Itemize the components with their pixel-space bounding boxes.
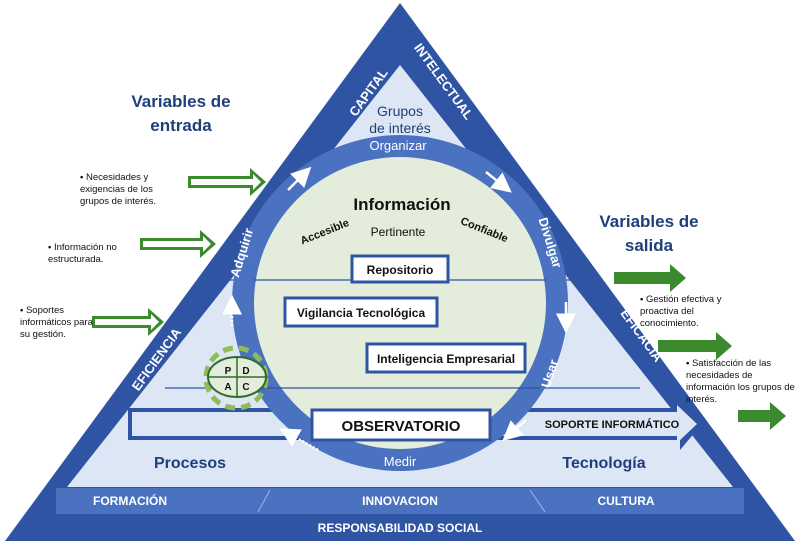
pdca-p: P	[225, 366, 232, 377]
box-inteligencia	[365, 342, 527, 374]
input-note-3: • Soportes informáticos para su gestión.	[20, 305, 93, 340]
pdca-d: D	[242, 366, 249, 377]
label-vigilancia: Vigilancia Tecnológica	[297, 306, 426, 320]
input-note-1: • Necesidades y exigencias de los grupos…	[80, 172, 157, 207]
cycle-organizar: Organizar	[369, 138, 427, 153]
label-inteligencia: Inteligencia Empresarial	[377, 352, 515, 366]
pdca-a: A	[224, 382, 231, 393]
base-band	[56, 488, 744, 514]
base-innovacion: INNOVACION	[362, 494, 438, 508]
label-tecnologia: Tecnología	[562, 455, 645, 472]
input-note-3-text: Soportes informáticos para su gestión.	[20, 305, 93, 340]
label-repositorio: Repositorio	[367, 263, 434, 277]
box-observatorio	[310, 408, 492, 442]
cycle-medir: Medir	[384, 454, 417, 469]
base-formacion: FORMACIÓN	[93, 493, 167, 508]
support-label: SOPORTE INFORMÁTICO	[545, 418, 680, 431]
label-observatorio: OBSERVATORIO	[342, 418, 461, 435]
base-cultura: CULTURA	[597, 494, 654, 508]
output-arrow-2	[658, 332, 732, 360]
input-arrow-2	[140, 230, 216, 258]
output-arrow-3	[738, 402, 786, 430]
left-title: Variables de entrada	[131, 92, 231, 135]
box-vigilancia	[283, 296, 439, 328]
right-title: Variables de salida	[599, 212, 699, 255]
base-responsabilidad: RESPONSABILIDAD SOCIAL	[318, 521, 483, 535]
box-repositorio	[350, 254, 450, 284]
output-note-2: • Satisfacción de las necesidades de inf…	[686, 358, 795, 405]
output-note-1: • Gestión efectiva y proactiva del conoc…	[640, 294, 722, 329]
word-pertinente: Pertinente	[371, 225, 426, 239]
input-arrow-3	[92, 308, 164, 336]
apex-label-line1: Grupos	[377, 103, 423, 119]
output-arrow-1	[614, 264, 686, 292]
output-note-1-text: Gestión efectiva y proactiva del conocim…	[640, 294, 722, 329]
label-procesos: Procesos	[154, 455, 226, 472]
output-note-2-text: Satisfacción de las necesidades de infor…	[686, 358, 795, 405]
input-note-1-text: Necesidades y exigencias de los grupos d…	[80, 172, 157, 207]
input-note-2-text: Información no estructurada.	[48, 242, 117, 265]
info-title: Información	[353, 195, 450, 214]
input-note-2: • Información no estructurada.	[48, 242, 117, 265]
apex-label-line2: de interés	[369, 120, 430, 136]
pdca-cycle	[203, 345, 269, 411]
input-arrow-1	[188, 168, 266, 196]
pdca-c: C	[242, 382, 249, 393]
